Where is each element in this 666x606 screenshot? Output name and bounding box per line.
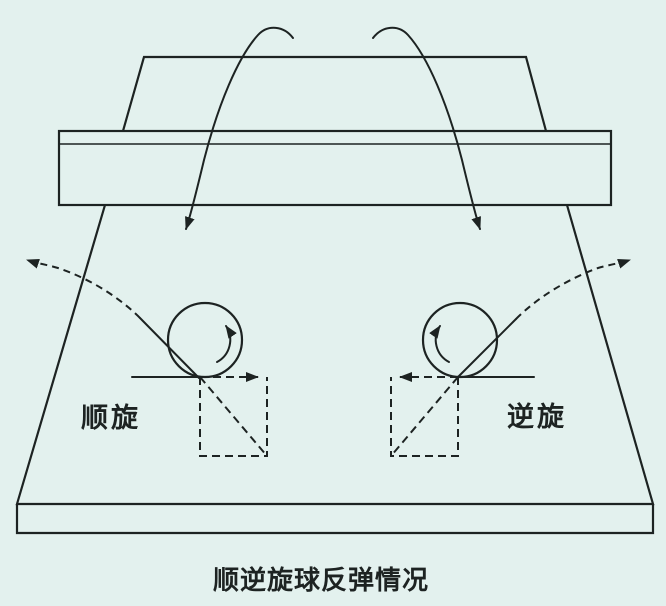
incoming-trajectory-right-arrow — [372, 26, 481, 230]
rebound-path-left-arrow — [26, 259, 141, 319]
velocity-box-left — [199, 377, 268, 457]
ball-right — [421, 301, 499, 379]
net-band — [57, 129, 613, 207]
incoming-trajectory-left-arrow — [185, 26, 294, 230]
topspin-ball-group — [26, 259, 268, 457]
spin-direction-arrow-right — [429, 325, 450, 363]
spin-direction-arrow-left — [216, 325, 237, 363]
velocity-box-right — [390, 377, 459, 457]
rebound-tangent-right — [457, 318, 517, 378]
table-far-half — [121, 55, 548, 132]
topspin-label: 顺旋 — [81, 403, 141, 434]
backspin-ball-group — [390, 259, 631, 457]
table-near-half — [15, 204, 655, 506]
backspin-label: 逆旋 — [507, 401, 567, 433]
net — [57, 129, 613, 207]
rebound-path-right-arrow — [515, 259, 631, 320]
velocity-diagonal-left — [199, 376, 268, 457]
velocity-diagonal-right — [390, 376, 459, 457]
table-front-edge — [15, 504, 655, 535]
figure-caption: 顺逆旋球反弹情况 — [213, 565, 429, 596]
